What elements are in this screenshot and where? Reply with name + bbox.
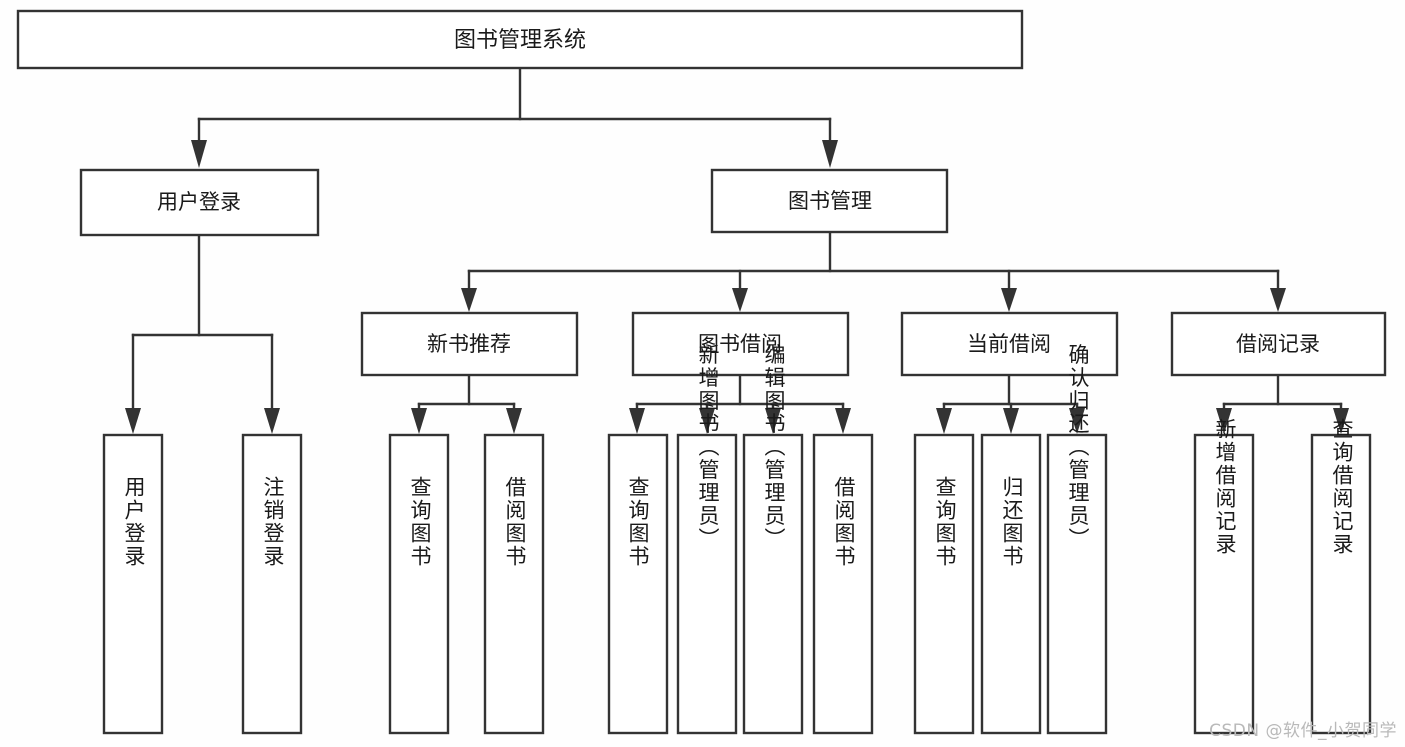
leaf-add-record-box[interactable] xyxy=(1193,433,1255,735)
node-book-borrow[interactable]: 图书借阅 xyxy=(631,311,850,377)
leaf-borrow-book-a-box[interactable] xyxy=(483,433,545,735)
arrow-to-edit-book xyxy=(765,408,781,434)
leaf-add-record[interactable]: 新增借阅记录 xyxy=(1193,418,1255,735)
node-new-book-recommend-box[interactable] xyxy=(360,311,579,377)
leaf-query-book-c-box[interactable] xyxy=(913,433,975,735)
node-new-book-recommend[interactable]: 新书推荐 xyxy=(360,311,579,377)
leaf-add-book[interactable]: 新增图书（管理员） xyxy=(676,344,738,735)
arrow-to-current-borrow xyxy=(1001,288,1017,312)
leaf-confirm-return[interactable]: 确认归还（管理员） xyxy=(1046,344,1108,735)
arrow-to-return-book xyxy=(1003,408,1019,434)
leaf-user-logout-label: 注销登录 xyxy=(261,476,285,568)
leaf-confirm-return-label: 确认归还（管理员） xyxy=(1066,344,1090,551)
node-book-borrow-box[interactable] xyxy=(631,311,850,377)
connector-layer xyxy=(125,66,1349,434)
leaf-query-record[interactable]: 查询借阅记录 xyxy=(1310,418,1372,735)
arrow-to-borrow-book-a xyxy=(506,408,522,434)
leaf-return-book-label: 归还图书 xyxy=(1000,476,1024,568)
node-user-login-label: 用户登录 xyxy=(157,190,241,214)
arrow-to-borrow-records xyxy=(1270,288,1286,312)
arrow-to-leaf-user-login xyxy=(125,408,141,434)
leaf-user-login-box[interactable] xyxy=(102,433,164,735)
arrow-to-leaf-user-logout xyxy=(264,408,280,434)
node-borrow-records-box[interactable] xyxy=(1170,311,1387,377)
leaf-borrow-book-a-label: 借阅图书 xyxy=(503,476,527,568)
leaf-query-book-a-label: 查询图书 xyxy=(408,476,432,568)
node-user-login[interactable]: 用户登录 xyxy=(79,168,320,237)
node-root-label: 图书管理系统 xyxy=(454,28,586,53)
node-book-management-box[interactable] xyxy=(710,168,949,234)
leaf-return-book-box[interactable] xyxy=(980,433,1042,735)
arrow-to-new-book-recommend xyxy=(461,288,477,312)
node-book-borrow-label: 图书借阅 xyxy=(698,332,782,356)
leaf-query-book-a[interactable]: 查询图书 xyxy=(388,433,450,735)
node-user-login-box[interactable] xyxy=(79,168,320,237)
node-borrow-records[interactable]: 借阅记录 xyxy=(1170,311,1387,377)
leaf-edit-book-label: 编辑图书（管理员） xyxy=(762,344,786,551)
leaf-user-logout-box[interactable] xyxy=(241,433,303,735)
leaf-borrow-book-b[interactable]: 借阅图书 xyxy=(812,433,874,735)
node-current-borrow[interactable]: 当前借阅 xyxy=(900,311,1119,377)
leaf-query-book-b-label: 查询图书 xyxy=(626,476,650,568)
arrow-to-query-record xyxy=(1333,408,1349,434)
node-current-borrow-box[interactable] xyxy=(900,311,1119,377)
arrow-to-query-book-c xyxy=(936,408,952,434)
leaf-user-login-label: 用户登录 xyxy=(122,476,146,568)
leaf-query-book-b-box[interactable] xyxy=(607,433,669,735)
node-borrow-records-label: 借阅记录 xyxy=(1236,332,1320,356)
arrow-to-borrow-book-b xyxy=(835,408,851,434)
node-book-management-label: 图书管理 xyxy=(788,189,872,213)
leaf-confirm-return-box[interactable] xyxy=(1046,433,1108,735)
arrow-to-book-borrow xyxy=(732,288,748,312)
node-root[interactable]: 图书管理系统 xyxy=(16,9,1024,70)
arrow-to-add-record xyxy=(1216,408,1232,434)
leaf-query-book-a-box[interactable] xyxy=(388,433,450,735)
leaf-borrow-book-a[interactable]: 借阅图书 xyxy=(483,433,545,735)
arrow-to-query-book-b xyxy=(629,408,645,434)
arrow-to-user-login xyxy=(191,140,207,168)
node-root-box[interactable] xyxy=(16,9,1024,70)
leaf-add-book-label: 新增图书（管理员） xyxy=(696,344,720,551)
arrow-to-book-mgmt xyxy=(822,140,838,168)
leaf-borrow-book-b-box[interactable] xyxy=(812,433,874,735)
leaf-edit-book-box[interactable] xyxy=(742,433,804,735)
leaf-query-book-c[interactable]: 查询图书 xyxy=(913,433,975,735)
leaf-query-book-b[interactable]: 查询图书 xyxy=(607,433,669,735)
arrow-to-add-book xyxy=(699,408,715,434)
leaf-return-book[interactable]: 归还图书 xyxy=(980,433,1042,735)
node-new-book-recommend-label: 新书推荐 xyxy=(427,332,511,356)
leaf-user-logout[interactable]: 注销登录 xyxy=(241,433,303,735)
leaf-add-book-box[interactable] xyxy=(676,433,738,735)
leaf-user-login[interactable]: 用户登录 xyxy=(102,433,164,735)
leaf-borrow-book-b-label: 借阅图书 xyxy=(832,476,856,568)
node-current-borrow-label: 当前借阅 xyxy=(967,332,1051,356)
node-book-management[interactable]: 图书管理 xyxy=(710,168,949,234)
leaf-query-record-box[interactable] xyxy=(1310,433,1372,735)
leaf-edit-book[interactable]: 编辑图书（管理员） xyxy=(742,344,804,735)
leaf-query-record-label: 查询借阅记录 xyxy=(1330,418,1354,556)
arrow-to-confirm-return xyxy=(1069,408,1085,434)
leaf-add-record-label: 新增借阅记录 xyxy=(1213,418,1237,556)
leaf-query-book-c-label: 查询图书 xyxy=(933,476,957,568)
arrow-to-query-book-a xyxy=(411,408,427,434)
